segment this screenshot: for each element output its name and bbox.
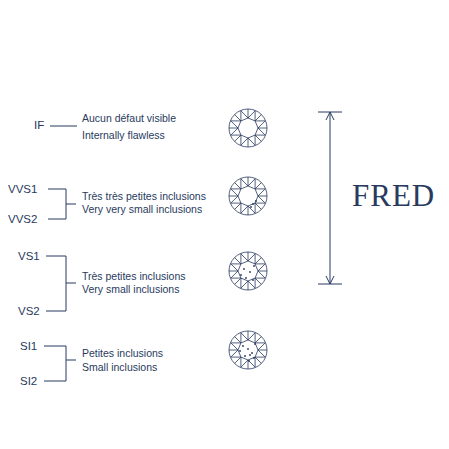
description-fr: Très petites inclusions: [82, 271, 186, 283]
inclusion-dot: [252, 203, 254, 205]
facet-line: [229, 196, 238, 197]
facet-line: [235, 258, 241, 264]
facet-line: [255, 115, 261, 121]
inclusion-dot: [244, 355, 246, 357]
facet-line: [255, 183, 261, 189]
inclusion-dot: [253, 357, 255, 359]
diamond-icon: [229, 109, 267, 147]
grade-code: SI1: [20, 340, 37, 353]
leader-line: [50, 126, 77, 127]
grade-code: VVS2: [8, 213, 37, 226]
facet-line: [248, 252, 249, 261]
grade-code: VS2: [18, 305, 40, 318]
bracket: [44, 346, 76, 381]
facet-line: [255, 203, 261, 209]
diamond-icon: [229, 331, 267, 369]
diamond-icon: [229, 177, 267, 215]
inclusion-dot: [245, 277, 247, 279]
description-fr: Très très petites inclusions: [82, 191, 206, 203]
inclusion-dot: [239, 350, 241, 352]
facet-line: [258, 350, 267, 351]
inclusion-dot: [240, 274, 242, 276]
facet-line: [235, 135, 241, 141]
inclusion-dot: [247, 348, 249, 350]
inclusion-dot: [252, 279, 254, 281]
facet-line: [235, 337, 241, 343]
facet-line: [235, 183, 241, 189]
facet-line: [235, 115, 241, 121]
facet-line: [229, 350, 238, 351]
bracket: [48, 189, 76, 219]
facet-line: [248, 177, 249, 186]
facet-line: [248, 281, 249, 290]
facet-line: [258, 271, 267, 272]
facet-line: [229, 128, 238, 129]
range-arrow: [318, 112, 342, 284]
brand-logo: FRED: [352, 179, 435, 213]
girdle: [229, 331, 267, 369]
description-en: Very very small inclusions: [82, 204, 202, 216]
description-en: Internally flawless: [82, 130, 165, 142]
facet-line: [235, 357, 241, 363]
facet-line: [248, 138, 249, 147]
facet-line: [255, 135, 261, 141]
facet-line: [248, 206, 249, 215]
facet-line: [248, 331, 249, 340]
grade-code: VS1: [18, 250, 40, 263]
inclusion-dot: [254, 343, 256, 345]
facet-line: [258, 196, 267, 197]
facet-line: [235, 203, 241, 209]
inclusion-dot: [249, 354, 251, 356]
inclusion-dot: [251, 352, 253, 354]
description-en: Very small inclusions: [82, 284, 179, 296]
facet-line: [248, 109, 249, 118]
facet-line: [258, 128, 267, 129]
inclusion-dot: [248, 360, 250, 362]
inclusion-dot: [250, 206, 252, 208]
girdle: [229, 177, 267, 215]
description-fr: Petites inclusions: [82, 348, 163, 360]
girdle: [229, 109, 267, 147]
facet-line: [229, 271, 238, 272]
girdle: [229, 252, 267, 290]
grade-code: IF: [34, 119, 44, 132]
facet-line: [255, 337, 261, 343]
description-en: Small inclusions: [82, 362, 157, 374]
bracket: [46, 256, 76, 311]
grade-code: VVS1: [8, 183, 37, 196]
grade-code: SI2: [20, 375, 37, 388]
facet-line: [255, 278, 261, 284]
inclusion-dot: [243, 268, 245, 270]
arrow-head: [326, 112, 334, 284]
inclusion-dot: [242, 345, 244, 347]
facet-line: [235, 278, 241, 284]
diamond-icon: [229, 252, 267, 290]
inclusion-dot: [253, 265, 255, 267]
facet-line: [255, 357, 261, 363]
description-fr: Aucun défaut visible: [82, 113, 176, 125]
facet-line: [255, 258, 261, 264]
bracket-lines: [44, 112, 342, 381]
inclusion-dot: [255, 200, 257, 202]
inclusion-dot: [249, 271, 251, 273]
